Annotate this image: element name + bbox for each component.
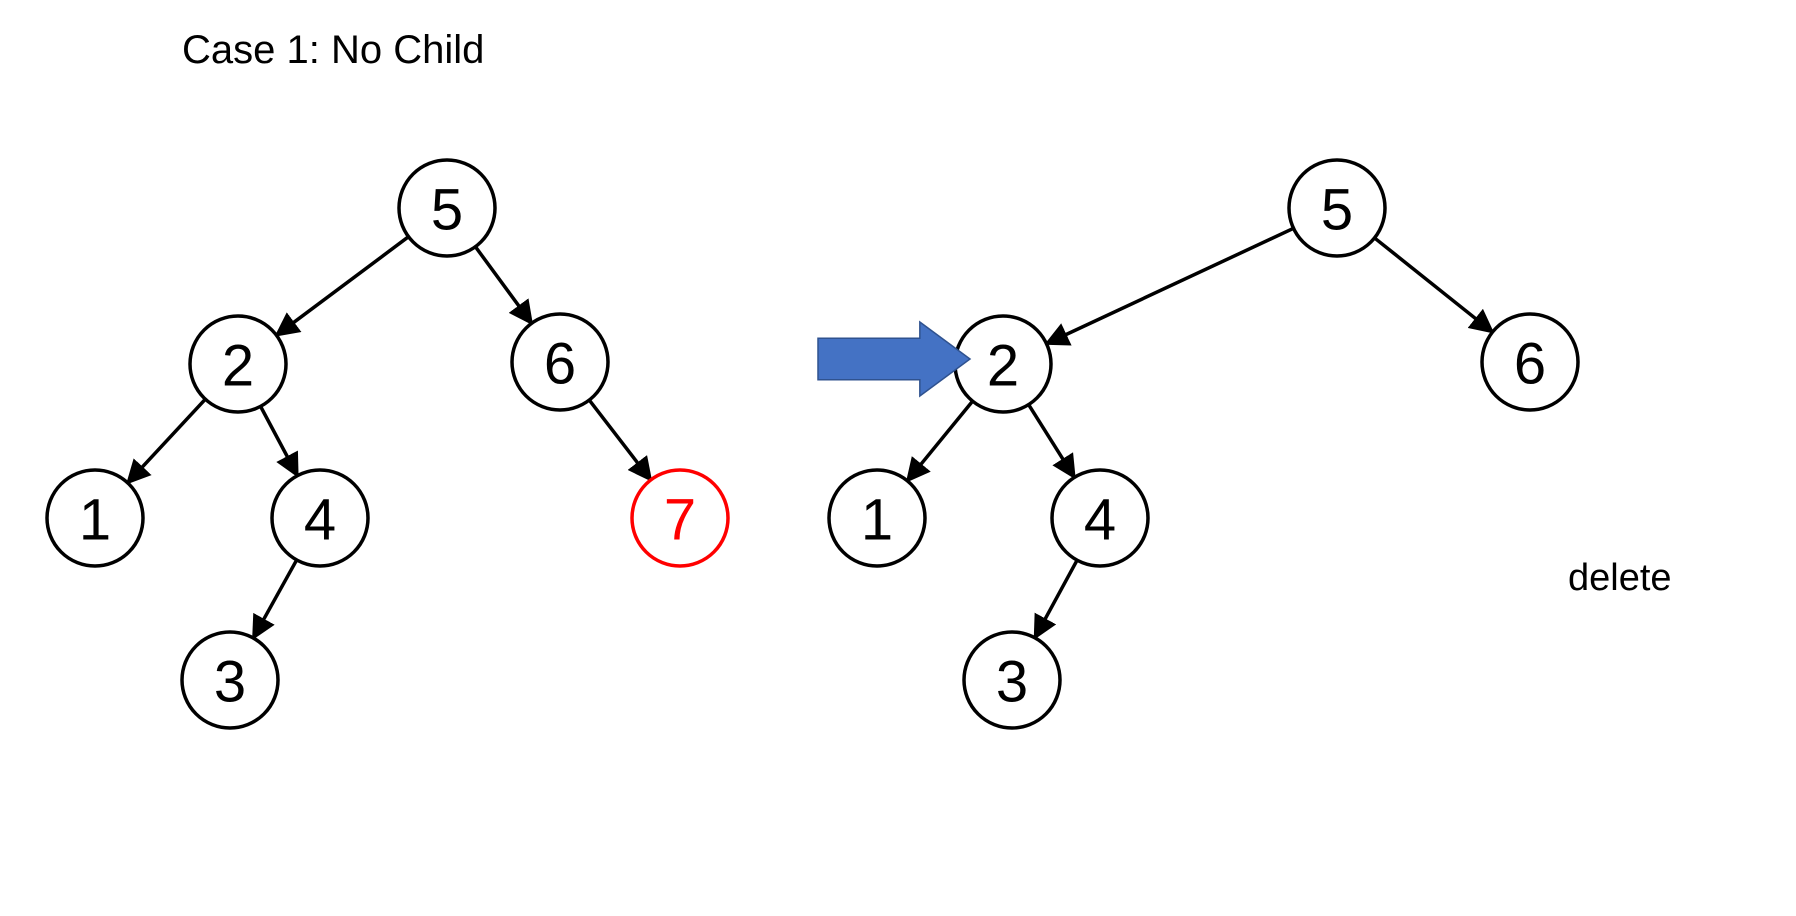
node-circle	[180, 630, 280, 730]
tree-edge-2-to-1	[905, 400, 974, 483]
tree-edge-5-to-6	[473, 245, 534, 326]
tree-node-7-highlighted[interactable]: 7	[630, 468, 730, 568]
tree-node-2[interactable]: 2	[188, 314, 288, 414]
tree-node-1[interactable]: 1	[45, 468, 145, 568]
node-circle	[1287, 158, 1387, 258]
tree-edge-5-to-2	[1044, 226, 1295, 346]
tree-node-2[interactable]: 2	[953, 314, 1053, 414]
delete-caption: delete	[1568, 557, 1672, 599]
node-label: 1	[79, 488, 111, 553]
tree-edge-2-to-1	[125, 397, 207, 485]
before-tree-nodes: 5 2 6 1 4 7 3	[45, 158, 730, 730]
node-circle	[188, 314, 288, 414]
node-label: 4	[304, 488, 336, 553]
tree-node-5[interactable]: 5	[1287, 158, 1387, 258]
after-tree-nodes: 5 2 6 1 4 3	[827, 158, 1580, 730]
node-circle	[397, 158, 497, 258]
after-tree-edges	[905, 226, 1495, 641]
node-circle	[1050, 468, 1150, 568]
node-label: 2	[222, 334, 254, 399]
node-circle	[630, 468, 730, 568]
tree-node-5[interactable]: 5	[397, 158, 497, 258]
node-circle	[962, 630, 1062, 730]
tree-node-3[interactable]: 3	[180, 630, 280, 730]
tree-edge-5-to-6	[1373, 236, 1495, 334]
tree-nodes-layer: 5 2 6 1 4 7 3 5 2 6 1 4 3	[45, 158, 1580, 730]
node-label: 3	[214, 650, 246, 715]
node-circle	[827, 468, 927, 568]
node-label: 5	[1321, 178, 1353, 243]
blue-right-arrow-icon	[817, 320, 972, 398]
tree-edge-5-to-2	[274, 235, 410, 337]
tree-edges-layer	[125, 226, 1495, 641]
node-circle	[510, 312, 610, 412]
tree-node-6[interactable]: 6	[1480, 312, 1580, 412]
tree-node-1[interactable]: 1	[827, 468, 927, 568]
tree-edge-4-to-3	[1033, 559, 1079, 641]
node-label: 4	[1084, 488, 1116, 553]
tree-node-4[interactable]: 4	[1050, 468, 1150, 568]
tree-edge-2-to-4	[259, 405, 299, 478]
tree-node-3[interactable]: 3	[962, 630, 1062, 730]
node-label: 2	[987, 334, 1019, 399]
tree-edge-2-to-4	[1027, 403, 1076, 480]
tree-node-4[interactable]: 4	[270, 468, 370, 568]
node-label: 6	[544, 332, 576, 397]
tree-edge-4-to-3	[252, 559, 299, 641]
node-circle	[1480, 312, 1580, 412]
tree-node-6[interactable]: 6	[510, 312, 610, 412]
blue-arrow-polygon	[817, 320, 972, 398]
before-tree-edges	[125, 235, 653, 641]
node-circle	[45, 468, 145, 568]
tree-edge-6-to-7	[587, 398, 653, 482]
node-circle	[270, 468, 370, 568]
node-label: 7	[664, 488, 696, 553]
page-title: Case 1: No Child	[182, 28, 485, 72]
node-label: 1	[861, 488, 893, 553]
node-label: 3	[996, 650, 1028, 715]
node-label: 6	[1514, 332, 1546, 397]
node-label: 5	[431, 178, 463, 243]
